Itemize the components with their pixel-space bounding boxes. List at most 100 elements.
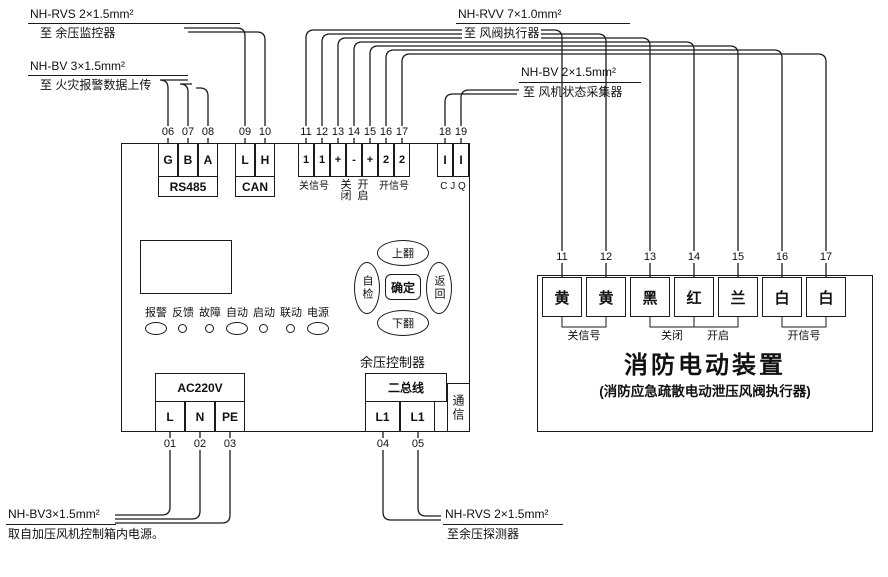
terminal-number: 07 bbox=[180, 126, 196, 139]
lcd-display bbox=[140, 240, 232, 294]
self-test-label: 自检 bbox=[361, 275, 373, 301]
device-terminal-yellow-2: 黄 bbox=[586, 277, 626, 317]
leader-line bbox=[6, 524, 116, 525]
fault-led bbox=[205, 324, 214, 333]
terminal-number: 12 bbox=[314, 126, 330, 139]
self-test-button[interactable]: 自检 bbox=[354, 262, 380, 314]
terminal-number: 16 bbox=[378, 126, 394, 139]
terminal-number: 10 bbox=[257, 126, 273, 139]
terminal-number: 09 bbox=[237, 126, 253, 139]
label-power-source-dest: 取自加压风机控制箱内电源。 bbox=[8, 527, 165, 541]
device-title: 消防电动装置 bbox=[624, 352, 786, 379]
device-group-open: 开启 bbox=[707, 330, 729, 342]
rs485-label: RS485 bbox=[158, 176, 218, 197]
terminal-number: 11 bbox=[299, 126, 313, 139]
close-label: 关闭 bbox=[340, 179, 352, 202]
terminal-number: 06 bbox=[160, 126, 176, 139]
indicator-label-feedback: 反馈 bbox=[172, 307, 194, 319]
terminal-bus-l1b: L1 bbox=[400, 401, 435, 432]
power-button[interactable] bbox=[307, 322, 329, 335]
terminal-h: H bbox=[255, 143, 275, 177]
terminal-l: L bbox=[235, 143, 255, 177]
wire-valve-17 bbox=[401, 53, 827, 277]
terminal-io-3: + bbox=[330, 143, 346, 177]
terminal-io-4: - bbox=[346, 143, 362, 177]
leader-line bbox=[28, 75, 188, 76]
terminal-i2: I bbox=[453, 143, 469, 177]
wire-power-n bbox=[115, 432, 201, 520]
indicator-label-linkage: 联动 bbox=[280, 307, 302, 319]
wire-bus-04 bbox=[382, 432, 441, 521]
terminal-power-l: L bbox=[155, 401, 185, 432]
device-group-close: 关闭 bbox=[661, 330, 683, 342]
terminal-number: 15 bbox=[362, 126, 378, 139]
device-terminal-number: 15 bbox=[730, 251, 746, 264]
leader-line bbox=[456, 23, 630, 24]
label-pressure-monitor-spec: NH-RVS 2×1.5mm² bbox=[30, 7, 134, 21]
device-terminal-white-2: 白 bbox=[806, 277, 846, 317]
bus-label: 二总线 bbox=[365, 373, 447, 402]
wire-power-l bbox=[115, 432, 171, 516]
terminal-number: 19 bbox=[453, 126, 469, 139]
device-group-open-signal: 开信号 bbox=[787, 330, 821, 342]
terminal-power-n: N bbox=[185, 401, 215, 432]
terminal-io-2: 1 bbox=[314, 143, 330, 177]
wire-valve-14 bbox=[353, 41, 695, 277]
cjq-label: C J Q bbox=[440, 181, 466, 192]
indicator-label-alarm: 报警 bbox=[145, 307, 167, 319]
start-led bbox=[259, 324, 268, 333]
terminal-number: 03 bbox=[222, 438, 238, 451]
alarm-button[interactable] bbox=[145, 322, 167, 335]
terminal-a: A bbox=[198, 143, 218, 177]
indicator-label-auto: 自动 bbox=[226, 307, 248, 319]
label-valve-actuator-dest: 至 风阀执行器 bbox=[462, 26, 542, 41]
terminal-number: 17 bbox=[394, 126, 410, 139]
terminal-number: 01 bbox=[162, 438, 178, 451]
terminal-i1: I bbox=[437, 143, 453, 177]
label-pressure-detector-dest: 至余压探测器 bbox=[447, 527, 520, 541]
wire-rs485-g bbox=[159, 79, 188, 143]
page-up-button[interactable]: 上翻 bbox=[377, 240, 429, 266]
page-down-label: 下翻 bbox=[392, 318, 414, 330]
feedback-led bbox=[178, 324, 187, 333]
wire-valve-15 bbox=[369, 45, 739, 277]
device-outline bbox=[537, 275, 873, 432]
page-up-label: 上翻 bbox=[392, 248, 414, 260]
wire-can-h bbox=[188, 31, 266, 143]
device-terminal-yellow-1: 黄 bbox=[542, 277, 582, 317]
linkage-led bbox=[286, 324, 295, 333]
bracket-open-signal bbox=[781, 317, 827, 328]
label-pressure-monitor-dest: 至 余压监控器 bbox=[40, 26, 116, 40]
back-button[interactable]: 返回 bbox=[426, 262, 452, 314]
terminal-number: 18 bbox=[437, 126, 453, 139]
terminal-g: G bbox=[158, 143, 178, 177]
wire-valve-16 bbox=[385, 49, 783, 277]
label-fan-collector-spec: NH-BV 2×1.5mm² bbox=[521, 65, 617, 79]
wire-bus-05 bbox=[417, 432, 441, 517]
wire-fan-18 bbox=[444, 93, 517, 143]
device-terminal-number: 16 bbox=[774, 251, 790, 264]
terminal-number: 13 bbox=[330, 126, 346, 139]
page-down-button[interactable]: 下翻 bbox=[377, 310, 429, 336]
wire-valve-11 bbox=[305, 29, 563, 277]
bracket-open bbox=[693, 317, 739, 328]
terminal-number: 14 bbox=[346, 126, 362, 139]
confirm-button[interactable]: 确定 bbox=[385, 274, 421, 300]
device-terminal-black: 黑 bbox=[630, 277, 670, 317]
auto-button[interactable] bbox=[226, 322, 248, 335]
terminal-number: 05 bbox=[410, 438, 426, 451]
terminal-b: B bbox=[178, 143, 198, 177]
label-pressure-detector-spec: NH-RVS 2×1.5mm² bbox=[445, 507, 549, 521]
close-signal-label: 关信号 bbox=[299, 181, 329, 192]
label-fire-alarm-spec: NH-BV 3×1.5mm² bbox=[30, 59, 126, 73]
device-terminal-number: 14 bbox=[686, 251, 702, 264]
device-terminal-number: 17 bbox=[818, 251, 834, 264]
comm-label: 通信 bbox=[447, 383, 470, 432]
device-terminal-number: 12 bbox=[598, 251, 614, 264]
indicator-label-power: 电源 bbox=[307, 307, 329, 319]
controller-name: 余压控制器 bbox=[360, 355, 426, 370]
open-signal-label: 开信号 bbox=[379, 181, 409, 192]
ac220v-label: AC220V bbox=[155, 373, 245, 402]
leader-line bbox=[519, 82, 641, 83]
wire-can-l bbox=[184, 27, 246, 143]
